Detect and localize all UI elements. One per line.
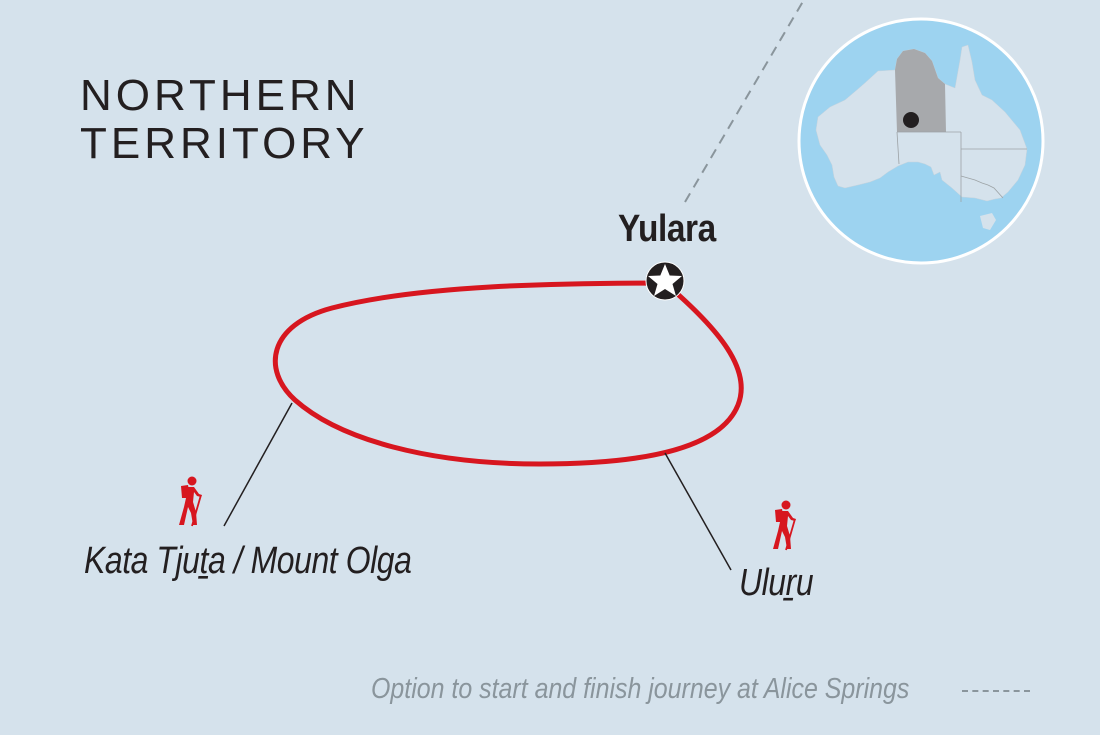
legend-note: Option to start and finish journey at Al… — [371, 673, 910, 705]
tasmania — [980, 213, 996, 230]
uluru-label: Uluṟu — [739, 562, 814, 604]
star-in-circle-icon — [645, 261, 685, 301]
alice-springs-optional-route — [684, 0, 805, 203]
inset-australia-globe — [797, 17, 1045, 265]
location-dot — [903, 112, 919, 128]
region-title-line-2: TERRITORY — [80, 119, 369, 168]
hiker-icon — [179, 476, 202, 527]
region-title: NORTHERN TERRITORY — [80, 72, 369, 168]
legend-dashed-line-icon — [962, 690, 1030, 692]
kata-tjuta-leader-line — [223, 402, 293, 527]
hiker-icon — [773, 500, 796, 551]
yulara-label: Yulara — [618, 208, 716, 250]
tour-route — [272, 280, 744, 467]
northern-territory-highlight — [895, 49, 946, 132]
uluru-leader-line — [664, 452, 732, 571]
kata-tjuta-label: Kata Tjuṯa / Mount Olga — [84, 540, 412, 582]
region-title-line-1: NORTHERN — [80, 71, 361, 120]
